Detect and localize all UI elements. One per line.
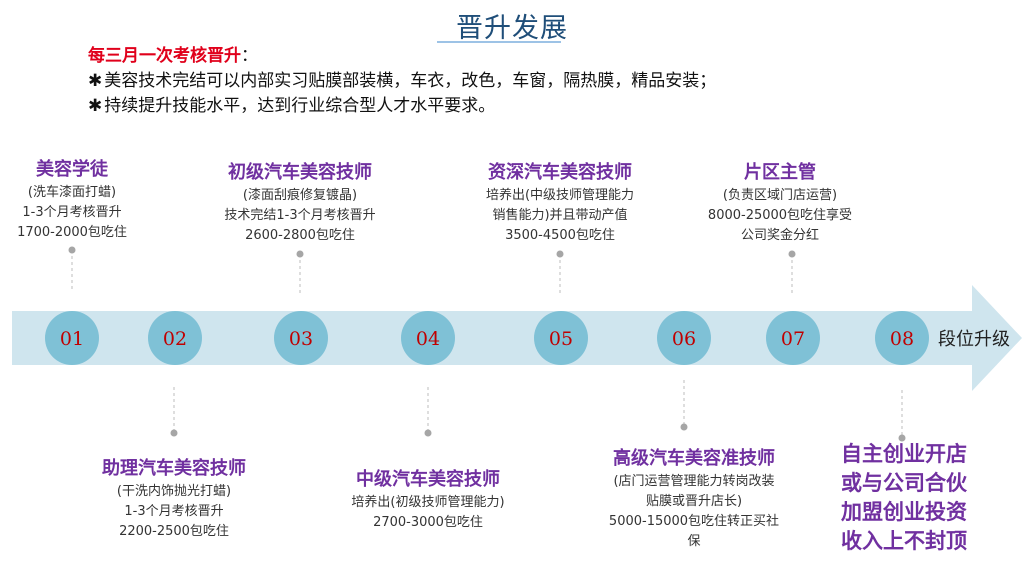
final-stage-line: 自主创业开店 (841, 442, 967, 466)
connector-dot (898, 434, 906, 442)
intro-headline: 每三月一次考核晋升 (88, 46, 241, 66)
connector-lines (71, 250, 903, 438)
stage-desc: 8000-25000包吃住享受 (707, 208, 853, 223)
stage-desc: 3500-4500包吃住 (505, 228, 615, 243)
intro-headline-row: 每三月一次考核晋升： (88, 44, 716, 69)
stage-title: 助理汽车美容技师 (102, 458, 246, 479)
star-icon: ✱ (88, 71, 103, 91)
step-node: 07 (766, 311, 820, 365)
stage-desc: (漆面刮痕修复镀晶) (242, 188, 358, 203)
stage-desc: 销售能力)并且带动产值 (492, 208, 628, 223)
stage-card: 初级汽车美容技师 (漆面刮痕修复镀晶) 技术完结1-3个月考核晋升 2600-2… (220, 160, 380, 246)
stage-card: 助理汽车美容技师 (干洗内饰抛光打蜡) 1-3个月考核晋升 2200-2500包… (94, 456, 254, 542)
connector-dot (68, 246, 76, 254)
stage-card: 美容学徒 (洗车漆面打蜡) 1-3个月考核晋升 1700-2000包吃住 (0, 157, 152, 243)
stage-desc: 培养出(中级技师管理能力 (485, 188, 635, 203)
star-icon: ✱ (88, 96, 103, 116)
final-stage-line: 或与公司合伙 (841, 471, 967, 495)
step-number: 02 (163, 328, 187, 350)
stage-title: 片区主管 (744, 162, 816, 183)
stage-title: 资深汽车美容技师 (488, 162, 632, 183)
stage-title: 中级汽车美容技师 (356, 469, 500, 490)
stage-desc: 1-3个月考核晋升 (22, 205, 122, 220)
stage-desc: 5000-15000包吃住转正买社 (608, 514, 780, 529)
arrow-label: 段位升级 (938, 329, 1010, 350)
stage-desc: 2600-2800包吃住 (245, 228, 355, 243)
step-number: 04 (416, 328, 440, 350)
step-number: 01 (60, 328, 84, 350)
stage-desc: 贴膜或晋升店长) (645, 494, 743, 509)
page-title: 晋升发展 (456, 13, 568, 44)
stage-desc: 1-3个月考核晋升 (124, 504, 224, 519)
stage-desc: 公司奖金分红 (740, 228, 819, 243)
intro-block: 每三月一次考核晋升： ✱美容技术完结可以内部实习贴膜部装横，车衣，改色，车窗，隔… (88, 44, 716, 119)
connector-dot (424, 429, 432, 437)
final-stage: 自主创业开店 或与公司合伙 加盟创业投资 收入上不封顶 (820, 440, 988, 556)
title-underline (437, 41, 561, 43)
stage-desc: (洗车漆面打蜡) (27, 185, 117, 200)
step-node: 02 (148, 311, 202, 365)
step-number: 07 (781, 328, 805, 350)
step-node: 04 (401, 311, 455, 365)
stage-desc: 培养出(初级技师管理能力) (351, 495, 505, 510)
stage-desc: 技术完结1-3个月考核晋升 (224, 208, 376, 223)
intro-bullet: ✱美容技术完结可以内部实习贴膜部装横，车衣，改色，车窗，隔热膜，精品安装； (88, 69, 716, 94)
step-node: 03 (274, 311, 328, 365)
stage-card: 中级汽车美容技师 培养出(初级技师管理能力) 2700-3000包吃住 (348, 467, 508, 533)
stage-desc: (店门运营管理能力转岗改装 (613, 474, 775, 489)
step-number: 08 (890, 328, 914, 350)
step-number: 05 (549, 328, 573, 350)
step-number: 03 (289, 328, 313, 350)
intro-colon: ： (241, 46, 258, 66)
intro-bullet-text: 持续提升技能水平，达到行业综合型人才水平要求。 (104, 96, 496, 116)
stage-desc: 保 (687, 534, 701, 549)
step-node: 05 (534, 311, 588, 365)
stage-desc: 1700-2000包吃住 (17, 225, 127, 240)
connector-dot (296, 250, 304, 258)
stage-title: 高级汽车美容准技师 (613, 448, 775, 469)
intro-bullet: ✱持续提升技能水平，达到行业综合型人才水平要求。 (88, 94, 716, 119)
step-nodes: 01 02 03 04 05 06 07 08 (45, 311, 929, 365)
step-number: 06 (672, 328, 696, 350)
connector-dot (170, 429, 178, 437)
stage-desc: (负责区域门店运营) (722, 188, 838, 203)
connector-dot (788, 250, 796, 258)
timeline-arrow (12, 285, 1022, 391)
stage-title: 初级汽车美容技师 (228, 162, 372, 183)
step-node: 01 (45, 311, 99, 365)
stage-title: 美容学徒 (36, 159, 108, 180)
final-stage-line: 加盟创业投资 (841, 500, 967, 524)
stage-desc: (干洗内饰抛光打蜡) (116, 484, 232, 499)
stage-card: 资深汽车美容技师 培养出(中级技师管理能力 销售能力)并且带动产值 3500-4… (472, 160, 648, 246)
step-node: 08 (875, 311, 929, 365)
stage-desc: 2700-3000包吃住 (373, 515, 483, 530)
connector-dot (680, 423, 688, 431)
intro-bullet-text: 美容技术完结可以内部实习贴膜部装横，车衣，改色，车窗，隔热膜，精品安装； (104, 71, 717, 91)
connector-dots (68, 246, 906, 442)
stage-desc: 2200-2500包吃住 (119, 524, 229, 539)
final-stage-line: 收入上不封顶 (841, 529, 967, 553)
stage-card: 高级汽车美容准技师 (店门运营管理能力转岗改装 贴膜或晋升店长) 5000-15… (596, 446, 792, 552)
stage-card: 片区主管 (负责区域门店运营) 8000-25000包吃住享受 公司奖金分红 (700, 160, 860, 246)
connector-dot (556, 250, 564, 258)
step-node: 06 (657, 311, 711, 365)
